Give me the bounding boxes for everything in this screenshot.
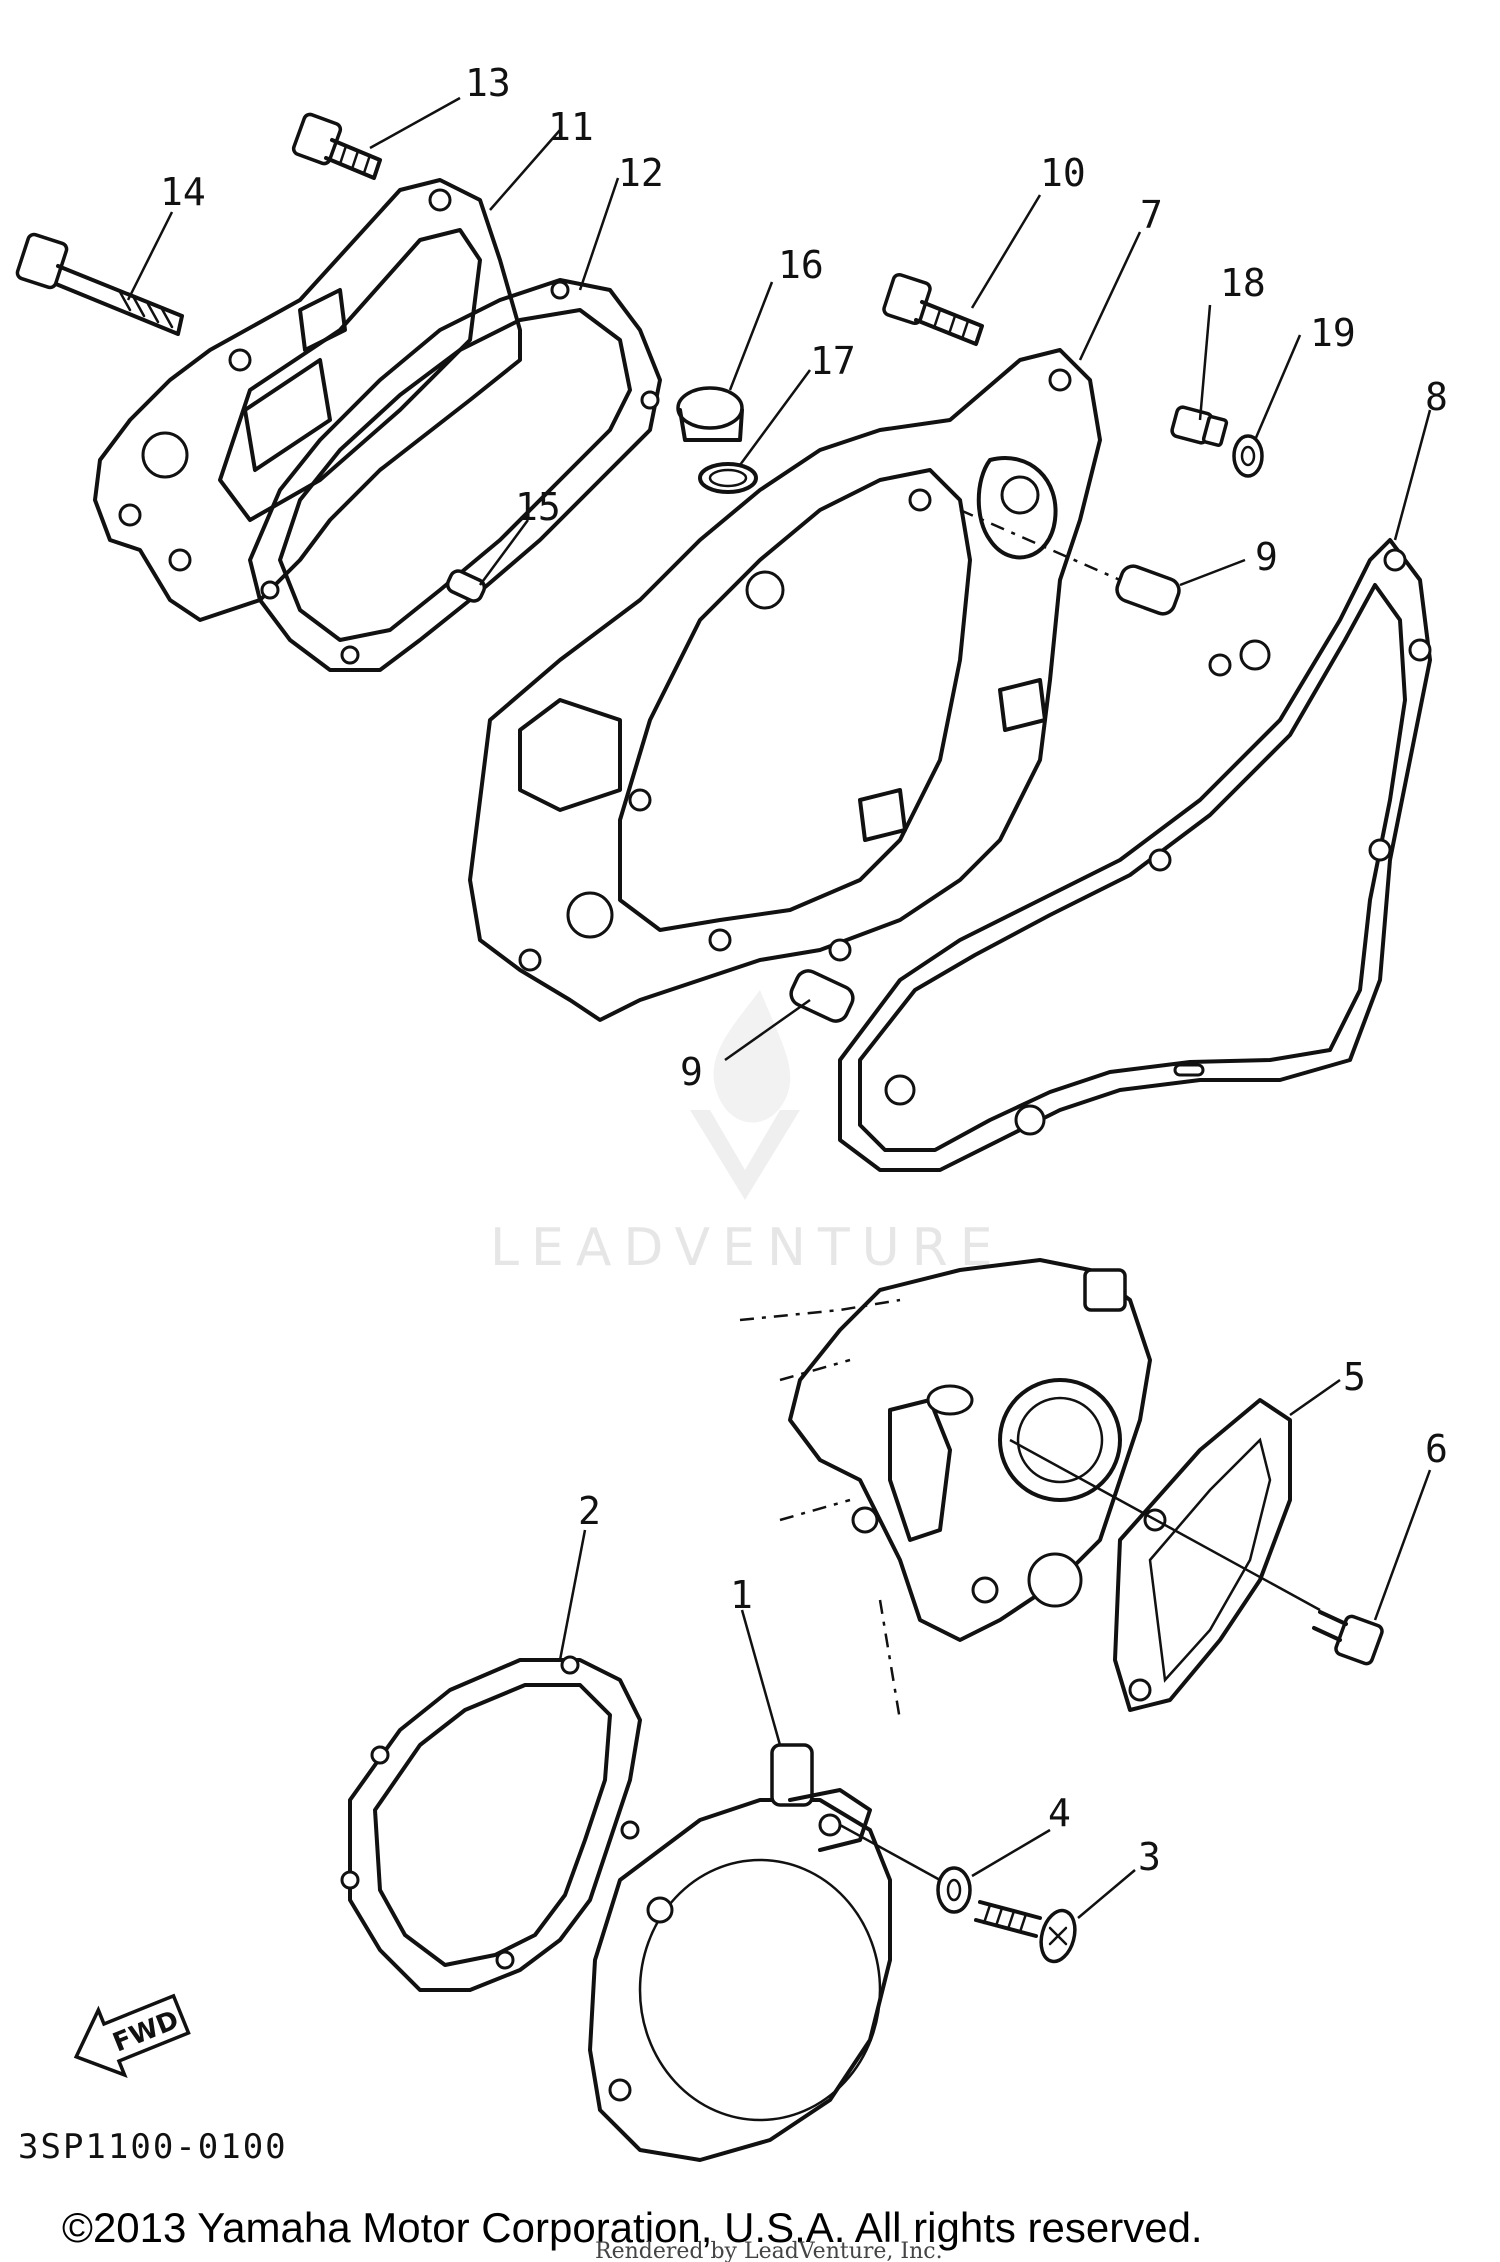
part-13-bolt — [291, 112, 382, 180]
callout-9-lower: 9 — [680, 1050, 703, 1094]
part-4-washer — [936, 1866, 972, 1914]
rendered-by-note: Rendered by LeadVenture, Inc. — [595, 2239, 943, 2262]
part-1-stator-cover — [588, 1743, 941, 2162]
callout-7: 7 — [1140, 193, 1163, 237]
leadventure-watermark: LEADVENTURE — [490, 990, 1005, 1278]
callout-4: 4 — [1048, 1791, 1071, 1835]
part-17-o-ring — [698, 462, 758, 494]
leader-lines — [126, 96, 1432, 1919]
part-12-gasket — [248, 278, 662, 672]
callout-6: 6 — [1425, 1427, 1448, 1471]
part-14-bolt — [15, 232, 184, 336]
part-5-cover-plate — [1009, 1398, 1321, 1712]
part-10-bolt — [882, 272, 984, 346]
part-11-clutch-cover — [93, 178, 522, 622]
part-18-plug — [1170, 405, 1229, 447]
callout-17: 17 — [810, 339, 856, 383]
part-15-dowel-pin — [445, 569, 487, 603]
callout-5: 5 — [1343, 1355, 1366, 1399]
part-7-crankcase-cover — [468, 348, 1102, 1022]
callout-13: 13 — [465, 61, 511, 105]
part-19-washer — [1232, 434, 1264, 478]
part-3-screw — [974, 1900, 1077, 1964]
fwd-arrow-icon — [73, 1993, 191, 2078]
part-9-dowel-lower — [789, 969, 855, 1023]
callout-19: 19 — [1310, 311, 1356, 355]
copyright-notice: ©2013 Yamaha Motor Corporation, U.S.A. A… — [62, 2204, 1203, 2251]
callout-9-upper: 9 — [1255, 535, 1278, 579]
callout-14: 14 — [160, 170, 206, 214]
callout-8: 8 — [1425, 375, 1448, 419]
watermark-v-icon — [690, 1110, 800, 1200]
part-2-gasket — [340, 1655, 642, 1992]
callout-15: 15 — [515, 485, 561, 529]
callout-18: 18 — [1220, 261, 1266, 305]
diagram-code: 3SP1100-0100 — [18, 2127, 288, 2167]
callout-1: 1 — [730, 1573, 753, 1617]
part-16-oil-cap — [676, 386, 744, 442]
watermark-text: LEADVENTURE — [490, 1218, 1005, 1278]
callout-10: 10 — [1040, 151, 1086, 195]
callout-16: 16 — [778, 243, 824, 287]
watermark-flame-icon — [713, 990, 791, 1123]
part-6-bolt — [1312, 1610, 1384, 1666]
callout-2: 2 — [578, 1489, 601, 1533]
part-8-crankcase-gasket — [838, 538, 1432, 1172]
engine-case-outline — [739, 1258, 1152, 1721]
part-9-dowel-upper — [959, 508, 1181, 616]
callout-12: 12 — [618, 151, 664, 195]
callout-labels: 13 11 14 12 16 10 7 18 19 17 8 15 9 9 5 … — [160, 61, 1448, 1879]
fwd-arrow: FWD — [73, 1993, 191, 2078]
callout-3: 3 — [1138, 1835, 1161, 1879]
callout-11: 11 — [548, 105, 594, 149]
